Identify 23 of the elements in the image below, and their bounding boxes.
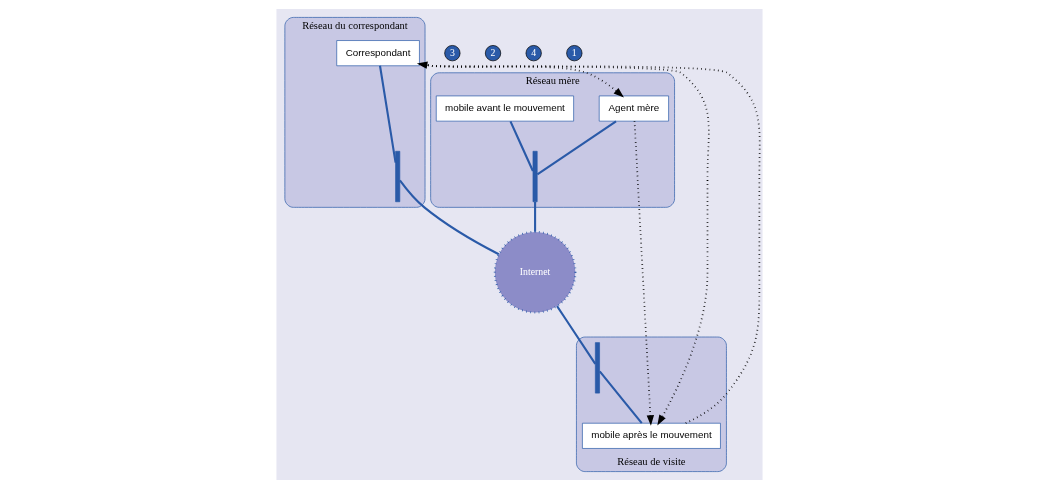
node-circle: Internet	[493, 230, 576, 314]
node-bar	[532, 150, 538, 202]
arrow	[633, 119, 654, 426]
arrow	[418, 62, 710, 425]
connector	[536, 119, 617, 175]
node-box: mobile après le mouvement	[581, 422, 721, 449]
node-box: Agent mère	[598, 95, 669, 121]
label: 2	[490, 46, 495, 58]
arrow	[416, 61, 761, 424]
label: 4	[530, 46, 536, 58]
connector	[509, 120, 534, 171]
node-box: mobile avant le mouvement	[435, 95, 574, 121]
label: 1	[571, 46, 577, 58]
arrow	[418, 62, 624, 98]
label: 3	[449, 46, 455, 58]
connector	[555, 305, 596, 364]
connector	[398, 179, 499, 255]
node-box: Correspondant	[335, 39, 420, 66]
node-bar	[594, 341, 600, 393]
connector	[598, 370, 643, 424]
node-bar	[394, 150, 400, 202]
connector	[378, 65, 397, 163]
connector	[533, 201, 536, 232]
